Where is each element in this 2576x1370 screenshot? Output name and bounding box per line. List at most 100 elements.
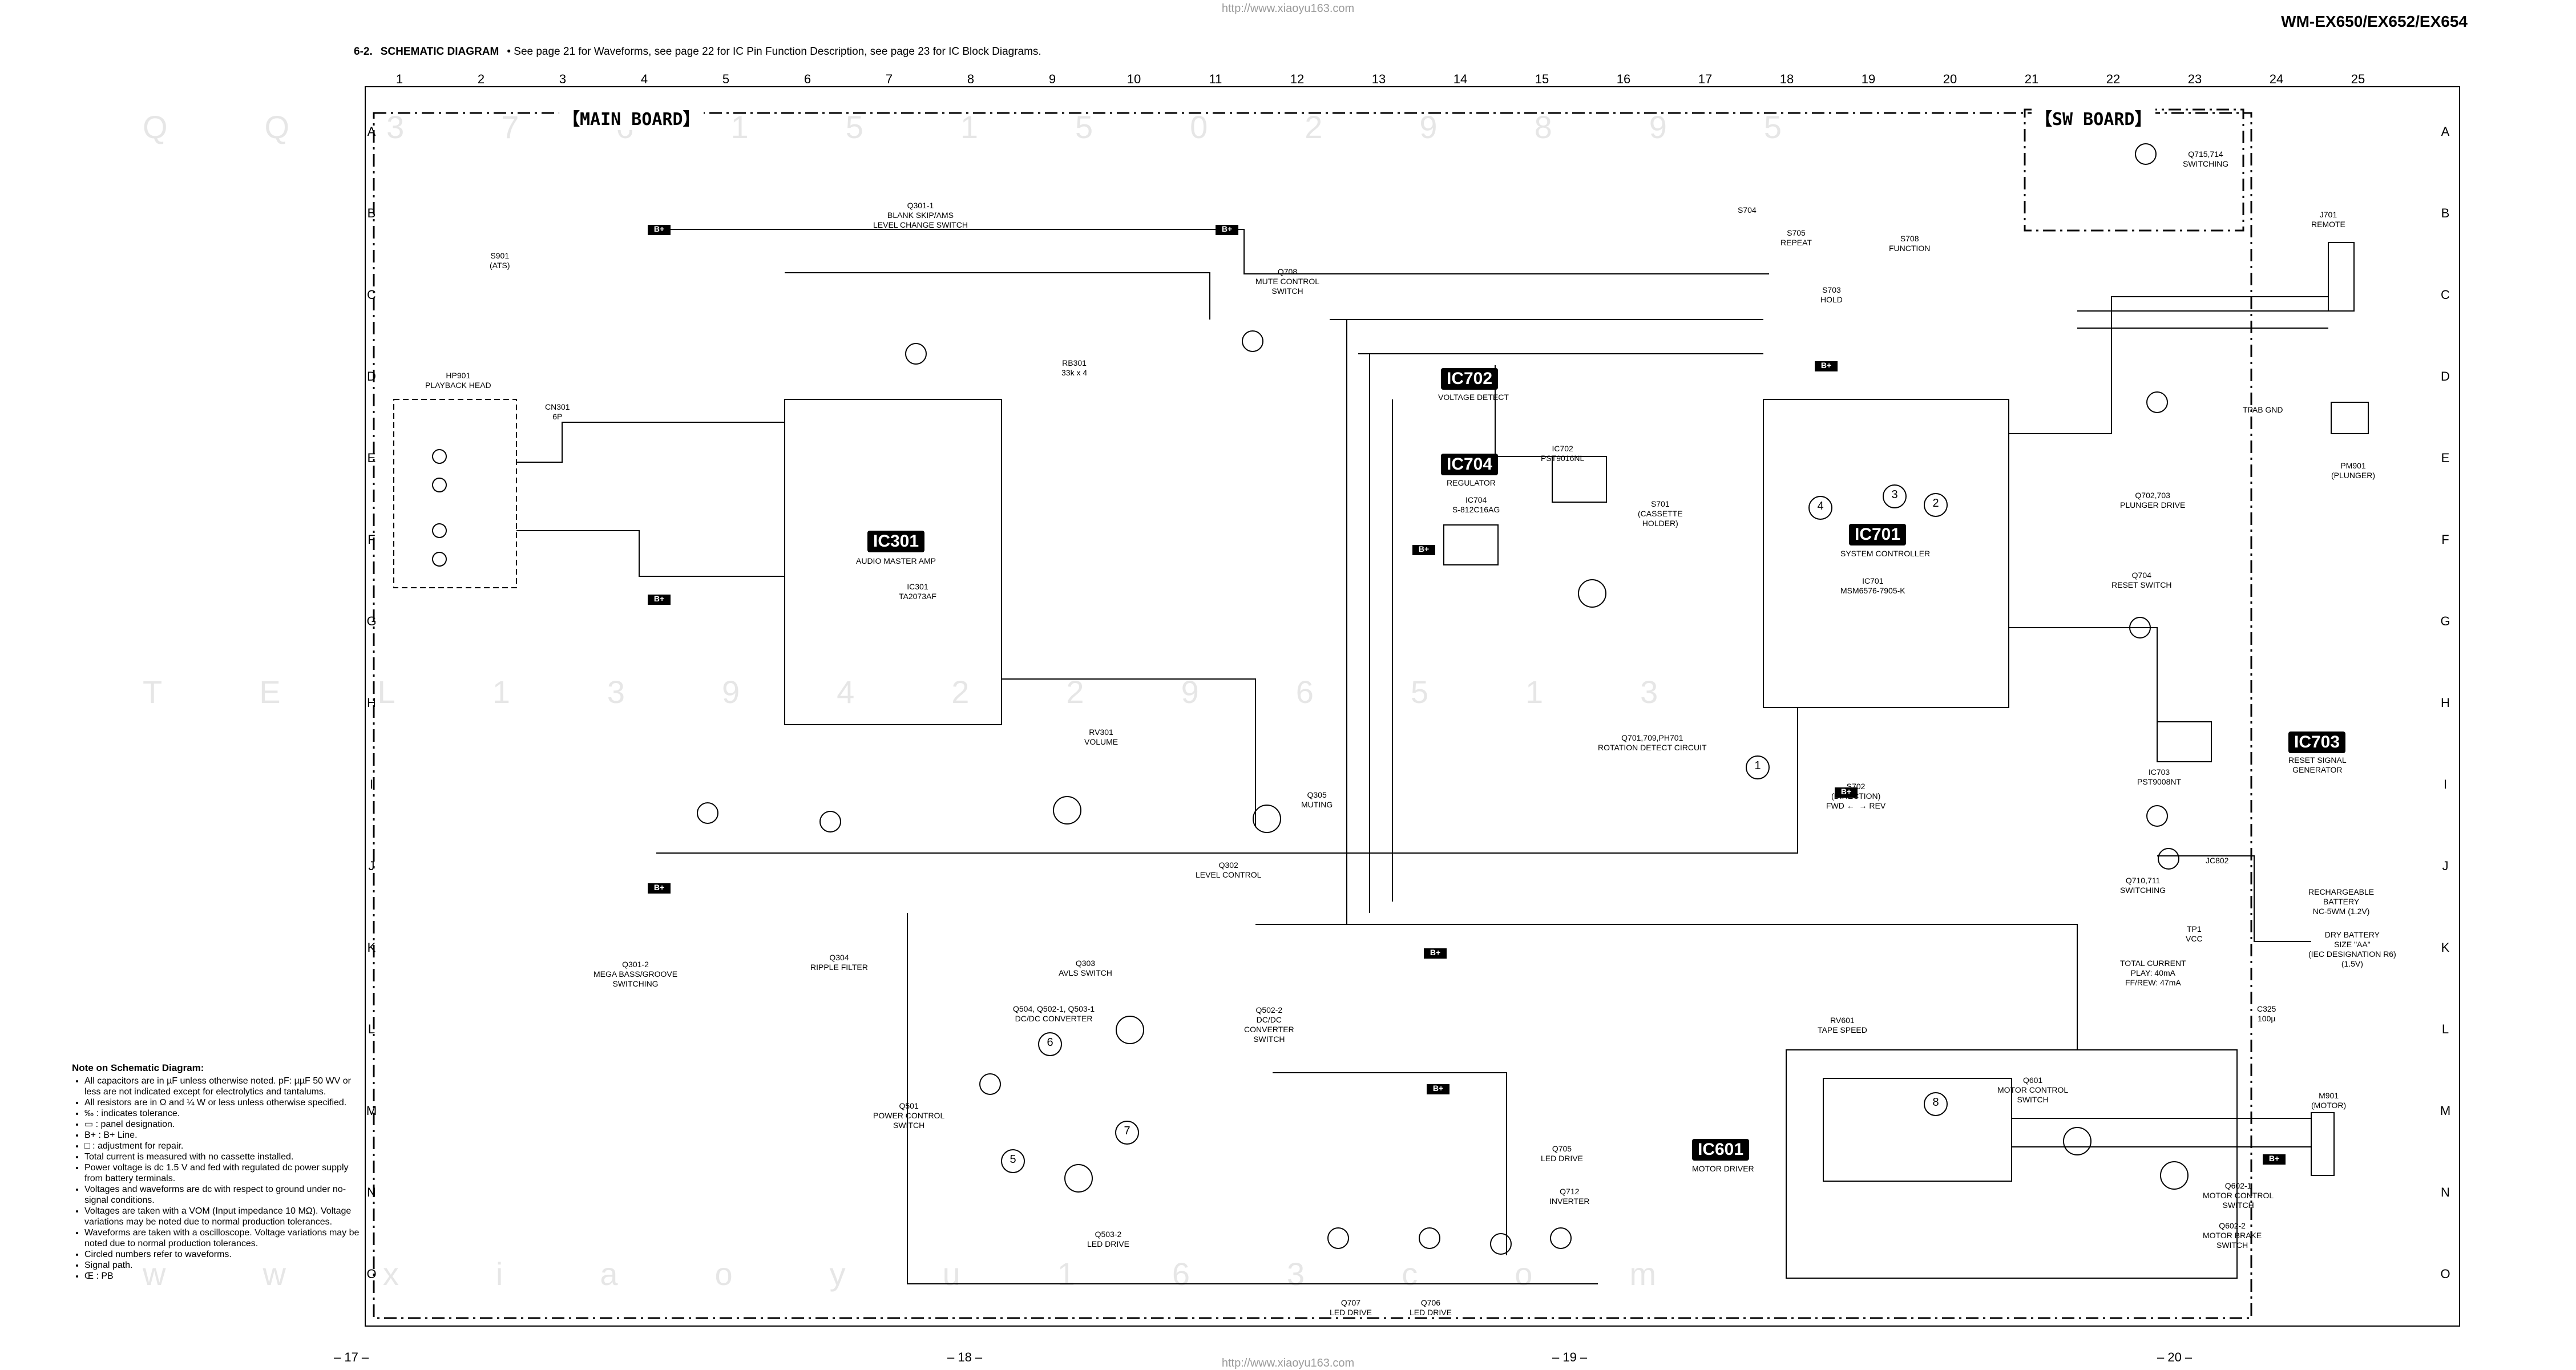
notes-title: Note on Schematic Diagram: — [72, 1062, 204, 1073]
bplus-tag-6 — [1815, 361, 1838, 371]
label-q304: Q304 RIPPLE FILTER — [810, 953, 868, 972]
grid-row-right-B: B — [2441, 206, 2450, 220]
outer-frame — [365, 86, 2460, 1327]
wire-ic701-right — [2009, 296, 2328, 434]
motor-connector — [2311, 1112, 2335, 1176]
grid-column-20: 20 — [1943, 72, 1957, 86]
grid-row-left-M: M — [366, 1104, 377, 1118]
grid-row-right-G: G — [2440, 614, 2450, 628]
label-s702: S702 (DIRECTION) FWD ← → REV — [1826, 782, 1886, 810]
bplus-tag-5 — [1412, 545, 1435, 555]
transistor-q301-2 — [697, 802, 718, 824]
label-jc802: JC802 — [2206, 856, 2229, 865]
transistor-q701 — [1578, 579, 1606, 608]
circled-number-1: 1 — [1754, 759, 1761, 772]
label-q708: Q708 MUTE CONTROL SWITCH — [1255, 267, 1319, 296]
head-coil-2 — [432, 478, 447, 492]
head-coil-4 — [432, 552, 447, 567]
label-q701: Q701,709,PH701 ROTATION DETECT CIRCUIT — [1598, 733, 1707, 752]
grid-row-left-K: K — [367, 940, 376, 955]
label-q705: Q705 LED DRIVE — [1541, 1144, 1583, 1163]
ic701-caption: SYSTEM CONTROLLER — [1840, 549, 1931, 558]
wire-volume — [1002, 678, 1256, 827]
footer-url: http://www.xiaoyu163.com — [1221, 1357, 1355, 1369]
bplus-label-8: B+ — [1430, 948, 1441, 957]
grid-column-11: 11 — [1209, 72, 1222, 86]
grid-row-left-G: G — [366, 614, 377, 628]
note-item: All resistors are in Ω and ¼ W or less u… — [84, 1097, 369, 1108]
grid-column-21: 21 — [2024, 72, 2039, 86]
grid-row-left-I: I — [369, 777, 374, 791]
label-q702: Q702,703 PLUNGER DRIVE — [2120, 491, 2186, 510]
watermark-row-n: wwxiaoyu163com — [143, 1256, 1753, 1292]
ic701-block — [1763, 399, 2009, 708]
circle-marker-1 — [1746, 755, 1770, 779]
ic702-tag: IC702 — [1441, 368, 1499, 390]
motor-section-box — [1786, 1049, 2238, 1279]
label-j701: J701 REMOTE — [2311, 210, 2345, 229]
head-coil-3 — [432, 523, 447, 538]
label-battery: RECHARGEABLE BATTERY NC-5WM (1.2V) — [2308, 887, 2375, 916]
label-q706: Q706 LED DRIVE — [1410, 1298, 1452, 1317]
transistor-q503 — [1064, 1164, 1093, 1193]
transistor-q715 — [2135, 143, 2157, 165]
label-q710: Q710,711 SWITCHING — [2120, 876, 2166, 895]
bplus-label-9: B+ — [1432, 1084, 1444, 1093]
ic704-caption: REGULATOR — [1447, 478, 1496, 487]
note-item: ▭ : panel designation. — [84, 1119, 369, 1130]
plunger-box — [2331, 402, 2369, 434]
label-q303: Q303 AVLS SWITCH — [1059, 959, 1112, 977]
grid-row-left-H: H — [367, 696, 376, 710]
grid-column-14: 14 — [1453, 72, 1468, 86]
transistor-q704 — [2129, 617, 2151, 638]
grid-column-5: 5 — [722, 72, 730, 86]
ic703-tag: IC703 — [2288, 732, 2346, 753]
wire-reset — [2009, 627, 2158, 722]
wire-power-rail — [1255, 924, 2078, 1050]
grid-column-10: 10 — [1127, 72, 1141, 86]
schematic-notes: Note on Schematic Diagram: All capacitor… — [72, 1062, 369, 1282]
bplus-tag-9 — [1427, 1084, 1449, 1094]
page-number-19: – 19 – — [1552, 1350, 1588, 1364]
label-pm901: PM901 (PLUNGER) — [2331, 461, 2376, 480]
label-q704: Q704 RESET SWITCH — [2111, 571, 2172, 589]
grid-column-1: 1 — [395, 72, 403, 86]
label-q301-2: Q301-2 MEGA BASS/GROOVE SWITCHING — [593, 960, 678, 988]
bplus-tag-4 — [648, 883, 671, 894]
grid-row-right-N: N — [2441, 1185, 2450, 1199]
grid-row-right-K: K — [2441, 940, 2450, 955]
grid-row-right-M: M — [2440, 1104, 2451, 1118]
grid-column-15: 15 — [1535, 72, 1549, 86]
label-s901: S901 (ATS) — [490, 251, 510, 270]
label-q602-2: Q602-2 MOTOR BRAKE SWITCH — [2203, 1221, 2262, 1250]
label-q707: Q707 LED DRIVE — [1330, 1298, 1372, 1317]
grid-column-17: 17 — [1698, 72, 1713, 86]
ic601-block — [1823, 1078, 2012, 1182]
note-item: Voltages are taken with a VOM (Input imp… — [84, 1206, 369, 1227]
grid-column-25: 25 — [2351, 72, 2365, 86]
grid-row-left-N: N — [367, 1185, 376, 1199]
bplus-label-10: B+ — [2268, 1154, 2280, 1163]
grid-column-9: 9 — [1048, 72, 1056, 86]
label-q502-2: Q502-2 DC/DC CONVERTER SWITCH — [1244, 1005, 1294, 1044]
grid-row-right-J: J — [2442, 859, 2449, 873]
label-tp1: TP1 VCC — [2186, 924, 2203, 943]
wiring — [516, 229, 2328, 1284]
bplus-tag-8 — [1424, 948, 1447, 959]
note-item: Signal path. — [84, 1260, 369, 1271]
note-item: Power voltage is dc 1.5 V and fed with r… — [84, 1162, 369, 1184]
ic601-caption: MOTOR DRIVER — [1692, 1164, 1754, 1173]
bplus-tags — [648, 225, 2286, 1165]
page-number-18: – 18 – — [947, 1350, 983, 1364]
grid-column-13: 13 — [1371, 72, 1386, 86]
label-q601: Q601 MOTOR CONTROL SWITCH — [1997, 1076, 2069, 1104]
grid-row-right-O: O — [2440, 1267, 2450, 1281]
sw-board-outline — [2024, 108, 2244, 232]
transistor-q504 — [1116, 1016, 1144, 1044]
grid-row-left-O: O — [366, 1267, 377, 1281]
wire-ground-rail — [656, 708, 1798, 854]
label-q503-2: Q503-2 LED DRIVE — [1087, 1230, 1129, 1248]
label-tpab: TPAB GND — [2243, 405, 2283, 414]
note-item: Voltages and waveforms are dc with respe… — [84, 1184, 369, 1206]
